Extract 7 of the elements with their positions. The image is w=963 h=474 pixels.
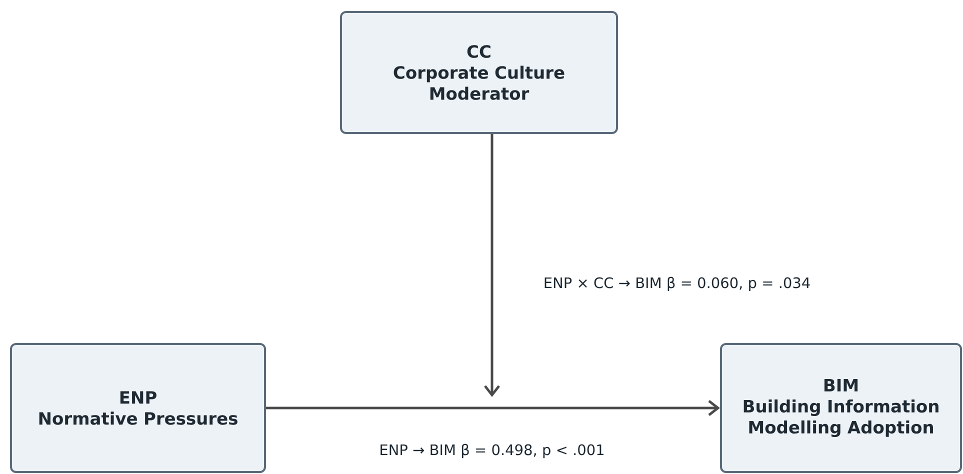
box: BIM Building Information Modelling Adoption — [720, 343, 962, 473]
edge-label: ENP → BIM β = 0.498, p < .001 — [377, 442, 607, 460]
box: CC Corporate Culture Moderator — [340, 11, 618, 134]
arrow — [484, 134, 500, 397]
edge-label: ENP × CC → BIM β = 0.060, p = .034 — [541, 274, 813, 294]
box: ENP Normative Pressures — [10, 343, 266, 473]
arrow — [266, 400, 720, 416]
